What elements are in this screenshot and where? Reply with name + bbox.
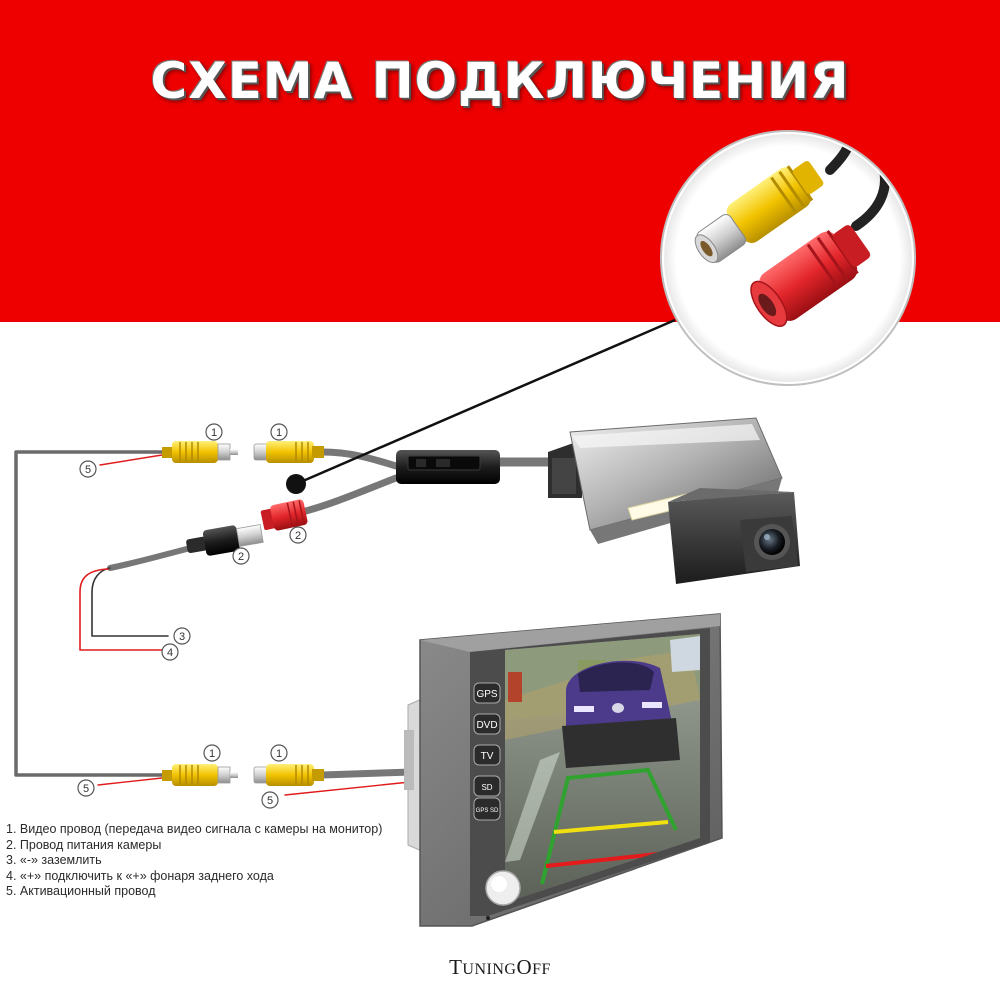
activation-wire-monitor	[284, 781, 411, 796]
legend-item: 3. «-» заземлить	[6, 853, 102, 867]
brand-rest: FF	[532, 961, 551, 978]
sd-button[interactable]	[473, 775, 501, 797]
plus-wire	[79, 568, 169, 651]
brand-rest: UNING	[462, 961, 517, 978]
rca-red-plug-icon	[750, 225, 871, 327]
callout-1: 1	[209, 748, 215, 760]
activation-wire-bottom	[97, 777, 163, 786]
legend-list: 1. Видео провод (передача видео сигнала …	[6, 822, 382, 900]
video-loop-wire	[14, 450, 172, 777]
callout-4: 4	[167, 647, 173, 659]
monitor-icon: GPS DVD TV SD GPS SD	[404, 613, 723, 927]
monitor-video-wire	[318, 768, 416, 779]
sd-button-label: SD	[481, 783, 492, 792]
pointer-line	[295, 318, 676, 486]
callout-5: 5	[267, 795, 273, 807]
rear-camera-icon	[548, 417, 800, 584]
camera-video-wire	[318, 448, 400, 470]
dc-power-plug-icon	[186, 524, 264, 556]
gps-button[interactable]	[473, 682, 501, 704]
dvd-button-label: DVD	[476, 720, 497, 731]
rca-yellow-plug-icon	[253, 764, 324, 786]
callout-1: 1	[276, 748, 282, 760]
dvd-button[interactable]	[473, 713, 501, 735]
tv-button[interactable]	[473, 744, 501, 766]
activation-wire-top	[99, 454, 163, 466]
rca-red-plug-icon	[260, 499, 308, 531]
callout-1: 1	[211, 427, 217, 439]
callout-5: 5	[85, 464, 91, 476]
legend-item: 5. Активационный провод	[6, 884, 156, 898]
callout-5: 5	[83, 783, 89, 795]
rca-yellow-plug-icon	[162, 441, 238, 463]
callout-2: 2	[238, 551, 244, 563]
legend-item: 1. Видео провод (передача видео сигнала …	[6, 822, 383, 836]
page-title: СХЕМА ПОДКЛЮЧЕНИЯ	[150, 52, 850, 110]
rca-yellow-plug-icon	[694, 161, 824, 264]
brand-initial: T	[449, 955, 463, 979]
tv-button-label: TV	[481, 751, 494, 762]
rca-yellow-plug-icon	[253, 441, 324, 463]
gps-sd-button-label: GPS SD	[476, 808, 499, 814]
callout-1: 1	[276, 427, 282, 439]
rca-yellow-plug-icon	[162, 764, 238, 786]
camera-power-wire	[298, 474, 400, 516]
junction-box	[396, 450, 500, 484]
ground-wire	[91, 567, 169, 637]
gps-button-label: GPS	[476, 689, 497, 700]
monitor-button-column	[473, 682, 501, 821]
legend-item: 4. «+» подключить к «+» фонаря заднего х…	[6, 868, 274, 883]
gps-sd-button[interactable]	[473, 797, 501, 821]
brand-logo: TUNINGOFF	[0, 955, 1000, 980]
legend-item: 2. Провод питания камеры	[6, 837, 162, 852]
callout-3: 3	[179, 631, 185, 643]
zoom-bubble	[660, 130, 916, 386]
brand-initial: O	[516, 955, 533, 979]
callout-2: 2	[295, 530, 301, 542]
pointer-dot	[286, 474, 306, 494]
